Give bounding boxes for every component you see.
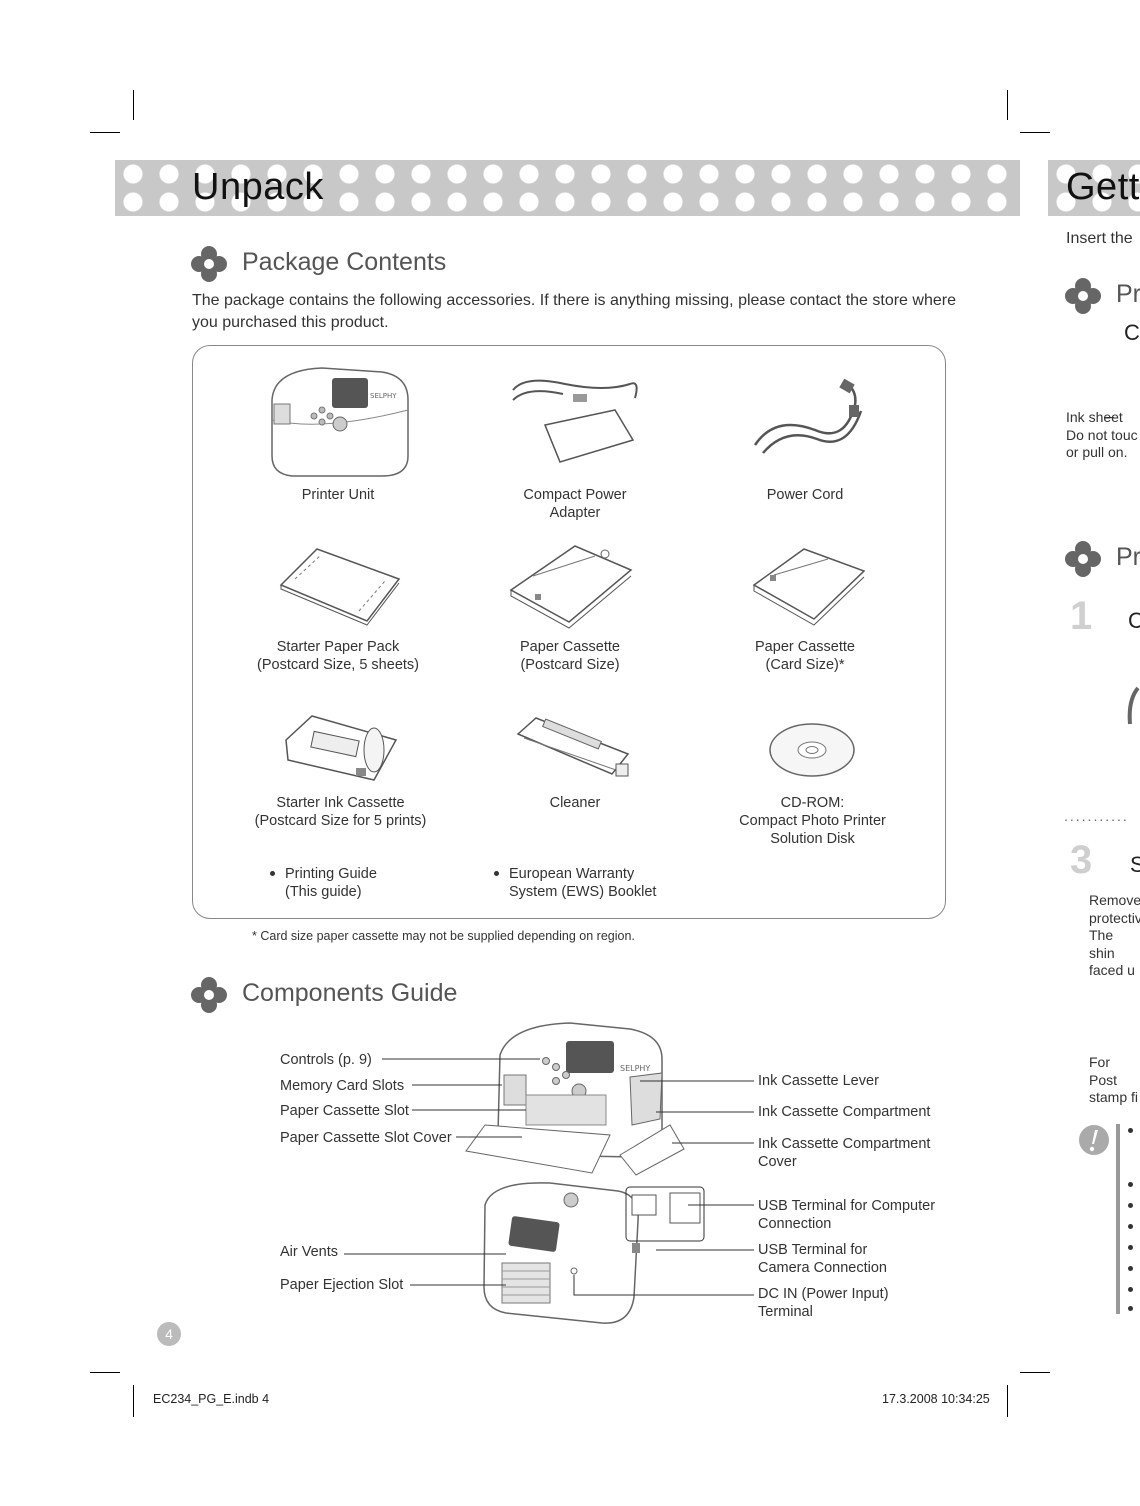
page-title: Unpack <box>192 166 324 208</box>
bullet-dot <box>1128 1245 1133 1250</box>
next-intro: Insert the <box>1066 230 1133 247</box>
component-label: Paper Cassette Slot Cover <box>280 1130 452 1146</box>
postcard-note: For Post stamp fi <box>1089 1054 1139 1105</box>
item-label: Power Cord <box>766 487 844 503</box>
crop-mark <box>1020 1372 1050 1373</box>
power-cord-illustration <box>753 378 863 454</box>
bullet-dot <box>1128 1266 1133 1271</box>
crop-mark <box>133 90 134 120</box>
item-label: Paper Cassette (Postcard Size) <box>520 639 620 673</box>
next-page-title: Gett <box>1066 166 1140 208</box>
step-number: 3 <box>1070 838 1093 882</box>
component-label: Ink Cassette Compartment <box>758 1104 931 1120</box>
components-diagram: SELPHY <box>344 1022 754 1324</box>
step-number: 1 <box>1070 594 1093 638</box>
package-contents-box <box>192 345 946 919</box>
bullet-printing-guide: Printing Guide (This guide) <box>285 866 377 900</box>
printer-illustration: SELPHY <box>271 367 409 477</box>
bullet-dot <box>1128 1203 1133 1208</box>
component-label: Ink Cassette Compartment Cover <box>758 1136 931 1170</box>
clover-icon <box>1065 278 1101 314</box>
bullet-dot <box>1128 1306 1133 1311</box>
crop-mark <box>1007 90 1008 120</box>
bullet-dot <box>1128 1128 1133 1133</box>
clover-icon <box>1065 541 1101 577</box>
cleaner-illustration <box>516 717 630 777</box>
section-heading-package-contents: Package Contents <box>242 248 447 276</box>
crop-mark <box>133 1385 134 1417</box>
power-adapter-illustration <box>512 379 638 463</box>
clover-icon <box>191 246 227 282</box>
page-number: 4 <box>157 1322 181 1346</box>
crop-mark <box>90 132 120 133</box>
leader-line <box>1104 417 1114 418</box>
item-label: Paper Cassette (Card Size)* <box>755 639 855 673</box>
dotted-divider: ........... <box>1064 808 1129 824</box>
next-subheading: C <box>1124 320 1140 345</box>
step-text: S <box>1130 852 1140 877</box>
bullet-dot <box>1128 1224 1133 1229</box>
item-label: CD-ROM: Compact Photo Printer Solution D… <box>739 795 886 847</box>
paper-pack-illustration <box>279 548 401 626</box>
bullet-dot <box>270 871 275 876</box>
svg-text:SELPHY: SELPHY <box>370 392 397 400</box>
svg-text:SELPHY: SELPHY <box>620 1064 650 1073</box>
next-ink-note: Ink sheet Do not touc or pull on. <box>1066 409 1138 460</box>
item-label: Starter Paper Pack (Postcard Size, 5 she… <box>257 639 419 673</box>
caution-icon <box>1079 1125 1109 1155</box>
item-label: Compact Power Adapter <box>523 487 627 521</box>
clover-icon <box>191 977 227 1013</box>
footnote: * Card size paper cassette may not be su… <box>252 929 635 943</box>
item-label: Cleaner <box>549 795 601 811</box>
section-heading-components-guide: Components Guide <box>242 979 458 1007</box>
crop-mark <box>90 1372 120 1373</box>
crop-mark <box>1007 1385 1008 1417</box>
component-label: Paper Cassette Slot <box>280 1103 409 1119</box>
step-text: C <box>1128 608 1140 633</box>
step3-note: Remove protectiv The shin faced u <box>1089 892 1140 978</box>
item-label: Printer Unit <box>301 487 375 503</box>
component-label: Controls (p. 9) <box>280 1052 372 1068</box>
ink-cassette-illustration <box>285 715 398 781</box>
partial-illustration <box>1127 686 1140 725</box>
component-label: USB Terminal for Camera Connection <box>758 1242 887 1276</box>
cd-rom-illustration <box>769 723 855 777</box>
component-label: Ink Cassette Lever <box>758 1073 879 1089</box>
bullet-dot <box>494 871 499 876</box>
component-label: Air Vents <box>280 1244 339 1260</box>
component-label: Paper Ejection Slot <box>280 1277 404 1293</box>
bullet-dot <box>1128 1182 1133 1187</box>
bullet-ews-booklet: European Warranty System (EWS) Booklet <box>509 866 657 900</box>
card-cassette-illustration <box>752 548 866 626</box>
next-heading: Pr <box>1116 543 1140 571</box>
component-label: Memory Card Slots <box>280 1078 405 1094</box>
header-band <box>115 160 1020 216</box>
component-label: DC IN (Power Input) Terminal <box>758 1286 889 1320</box>
package-intro: The package contains the following acces… <box>192 292 956 331</box>
next-heading: Pr <box>1116 280 1140 308</box>
slug-timestamp: 17.3.2008 10:34:25 <box>882 1392 990 1406</box>
caution-bar <box>1116 1124 1120 1314</box>
item-label: Starter Ink Cassette (Postcard Size for … <box>254 795 427 829</box>
next-header-band <box>1048 160 1140 216</box>
bullet-dot <box>1128 1287 1133 1292</box>
component-label: USB Terminal for Computer Connection <box>758 1198 936 1232</box>
crop-mark <box>1020 132 1050 133</box>
paper-cassette-illustration <box>509 545 633 629</box>
slug-file: EC234_PG_E.indb 4 <box>153 1392 270 1406</box>
